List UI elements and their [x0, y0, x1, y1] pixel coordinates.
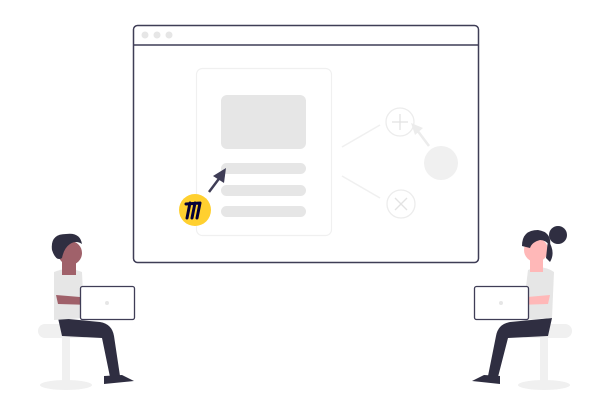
pants	[58, 318, 120, 377]
laptop	[473, 285, 530, 321]
text-line-placeholder	[221, 185, 306, 196]
person-left	[38, 233, 136, 390]
content-card	[195, 67, 333, 237]
avatar-placeholder	[424, 146, 458, 180]
faint-cursor-arrow-icon	[411, 123, 430, 147]
window-dot-icon	[165, 31, 173, 39]
miro-logo	[179, 194, 211, 226]
laptop	[79, 285, 136, 321]
shoe	[472, 375, 500, 384]
browser-window	[132, 24, 480, 264]
window-dot-icon	[141, 31, 149, 39]
connector-line	[341, 175, 381, 199]
hair	[51, 233, 82, 259]
hair-bun	[549, 226, 567, 244]
pants	[488, 318, 552, 377]
plus-circle-icon	[385, 107, 415, 137]
hair	[522, 230, 551, 248]
person-right	[472, 226, 572, 390]
text-line-placeholder	[221, 163, 306, 174]
cursor-arrow-icon	[208, 168, 226, 193]
text-line-placeholder	[221, 206, 306, 217]
image-placeholder	[221, 95, 306, 149]
close-circle-icon	[386, 189, 416, 219]
shoe	[104, 375, 134, 384]
window-dot-icon	[153, 31, 161, 39]
connector-line	[341, 124, 381, 148]
shirt	[522, 267, 554, 320]
shirt	[54, 269, 84, 320]
